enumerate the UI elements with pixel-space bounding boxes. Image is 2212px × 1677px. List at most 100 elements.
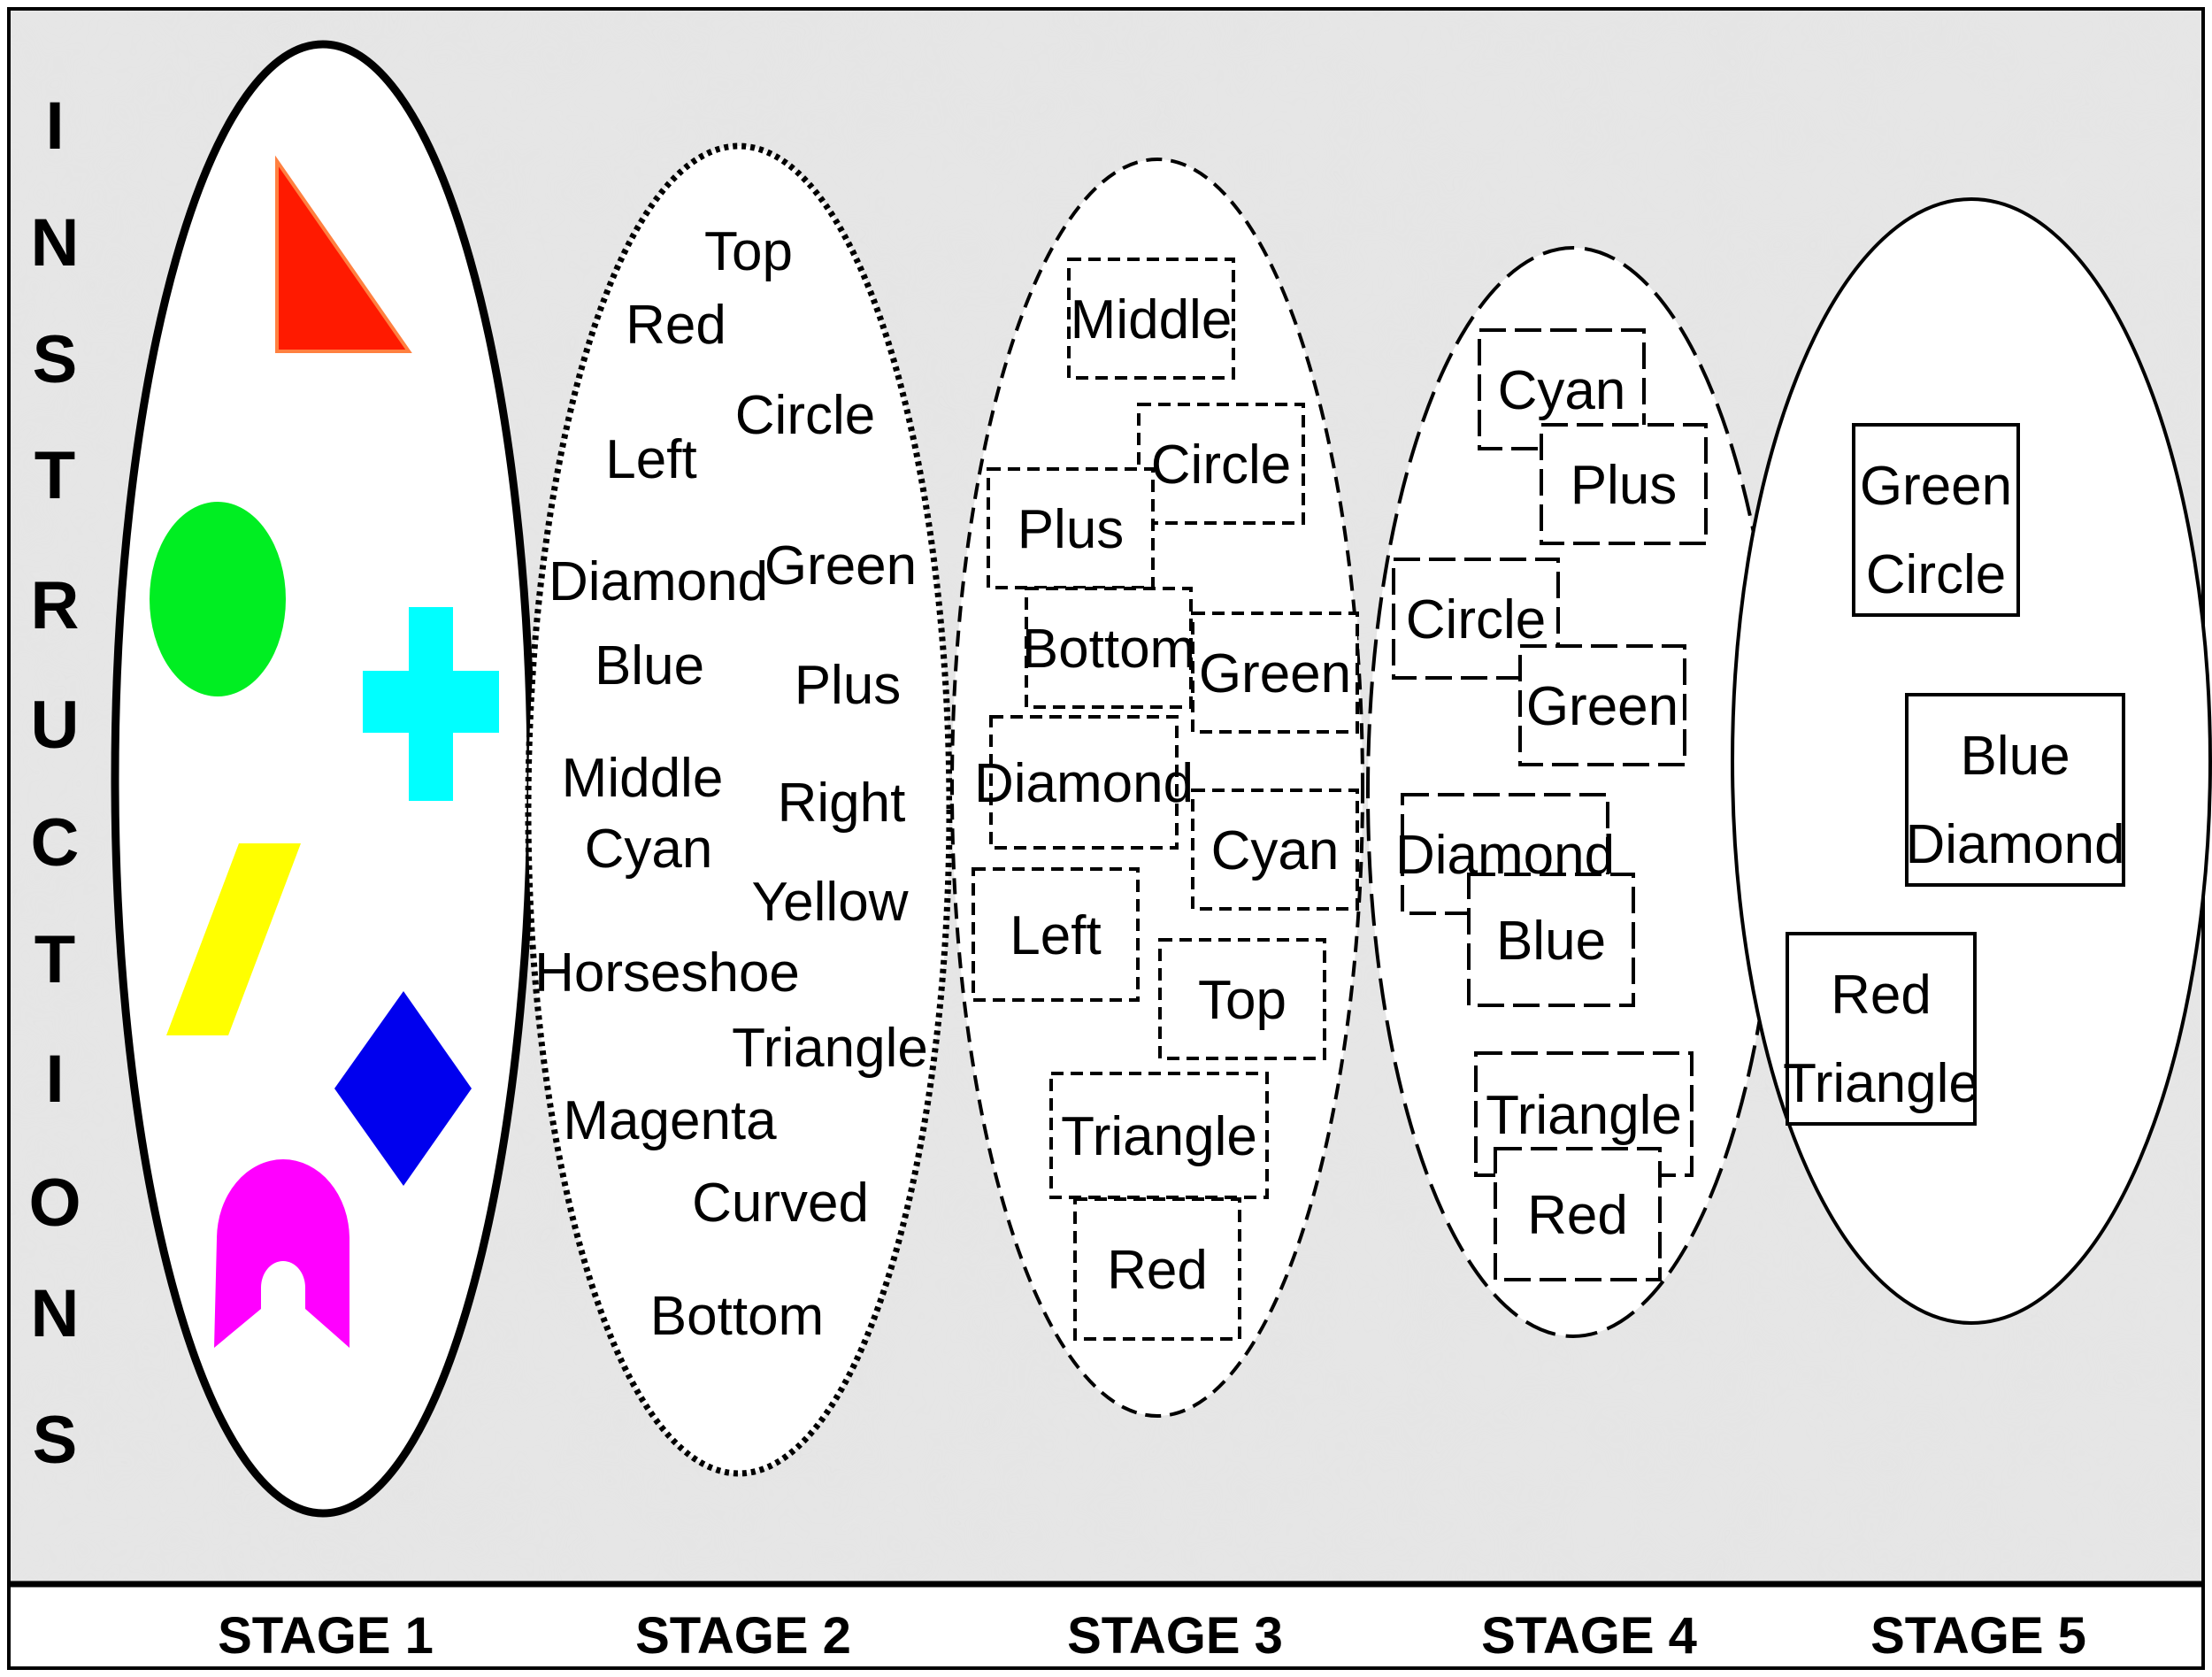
stage5-box-line1: Green (1860, 456, 2012, 517)
stage3-box-border (1158, 938, 1326, 1060)
instructions-letter: U (31, 688, 80, 763)
stage3-box: Plus (987, 467, 1155, 589)
green-circle-shape (150, 502, 286, 696)
stage5-box-line1: Red (1831, 965, 1932, 1026)
blue-diamond-shape (334, 991, 472, 1186)
stage3-box-label: Bottom (1022, 619, 1195, 680)
stage3-box: Cyan (1191, 788, 1359, 911)
stage3-box-label: Red (1107, 1240, 1208, 1301)
magenta-horseshoe-shape (214, 1159, 349, 1348)
stage4-box-border (1518, 644, 1686, 766)
stage2-word: Yellow (752, 872, 909, 933)
stage3-box-border (987, 467, 1155, 589)
stage2-word: Diamond (549, 551, 768, 612)
stage3-box: Diamond (974, 715, 1194, 850)
stage3-box: Top (1158, 938, 1326, 1060)
stage4-box: Green (1518, 644, 1686, 766)
stage2-word: Green (764, 535, 917, 596)
stage3-box-label: Cyan (1211, 820, 1340, 881)
stage2-ellipse (525, 142, 953, 1477)
stage3-box-label: Circle (1151, 435, 1291, 496)
instructions-letter: C (31, 805, 80, 881)
stage2-word: Red (626, 295, 726, 356)
stage2-word: Triangle (732, 1018, 928, 1079)
stage3-box-border (1067, 258, 1235, 380)
stage2-word: Circle (735, 385, 875, 446)
stage2-word: Right (778, 773, 906, 834)
cyan-plus-shape (363, 607, 499, 801)
stage5-box-border (1905, 693, 2125, 887)
stage3-box: Green (1191, 612, 1359, 734)
stage4-box-label: Circle (1406, 589, 1546, 650)
stage5-box-line2: Diamond (1905, 814, 2124, 875)
stage5-box-border (1852, 423, 2020, 617)
stage-label-band (11, 1588, 2201, 1666)
stage-label: STAGE 3 (1067, 1607, 1283, 1665)
stage3-box-border (972, 867, 1140, 1002)
instructions-letter: N (31, 205, 80, 281)
stage4-box-label: Cyan (1498, 360, 1626, 421)
stage-label: STAGE 1 (218, 1607, 434, 1665)
stage3-box-label: Top (1198, 970, 1286, 1031)
stage2-word: Curved (692, 1173, 869, 1234)
stage-label: STAGE 5 (1870, 1607, 2086, 1665)
stage3-box-border (1191, 788, 1359, 911)
stage3-box: Red (1073, 1197, 1241, 1341)
stage4-box: Plus (1540, 423, 1708, 545)
stage3-box: Triangle (1049, 1072, 1269, 1199)
stage3-box-border (1137, 403, 1305, 525)
instructions-letter: S (33, 1403, 78, 1478)
stage3-box-border (1191, 612, 1359, 734)
stage3-box-border (1049, 1072, 1269, 1199)
stage3-box-label: Left (1010, 905, 1101, 966)
instructions-letter: T (35, 922, 75, 997)
stage4-box-label: Triangle (1486, 1085, 1682, 1146)
stage5-box-line2: Circle (1866, 544, 2006, 605)
stage3-box-label: Green (1199, 643, 1351, 704)
instructions-letter: S (33, 322, 78, 397)
stage5-box-line1: Blue (1960, 726, 2070, 787)
stage4-box-border (1467, 873, 1635, 1007)
stage4-box-label: Plus (1571, 455, 1678, 516)
stage4-box-label: Green (1526, 676, 1678, 737)
stage2-word: Top (704, 221, 793, 282)
instructions-letter: O (28, 1165, 81, 1241)
stage-label: STAGE 4 (1481, 1607, 1697, 1665)
stage1-shapes (150, 155, 499, 1348)
stage3-box-label: Middle (1071, 289, 1233, 350)
stage3-box-label: Triangle (1061, 1106, 1257, 1167)
stage4-box-border (1540, 423, 1708, 545)
stage-labels: STAGE 1 STAGE 2 STAGE 3 STAGE 4 STAGE 5 (218, 1607, 2086, 1665)
stage4-boxes: CyanPlusCircleGreenDiamondBlueTriangleRe… (1392, 328, 1708, 1281)
stage2-word: Blue (595, 635, 704, 696)
stage2-word: Cyan (585, 819, 713, 880)
instructions-letter: I (45, 88, 64, 164)
stage4-box-label: Red (1527, 1185, 1628, 1246)
stage5-box-line2: Triangle (1783, 1053, 1979, 1114)
stage3-box: Circle (1137, 403, 1305, 525)
stage4-box: Red (1494, 1147, 1662, 1281)
stage3-box-border (989, 715, 1179, 850)
stage3-box-border (1073, 1197, 1241, 1341)
instructions-letter: T (35, 438, 75, 513)
stage-label: STAGE 2 (635, 1607, 851, 1665)
stage4-box-border (1494, 1147, 1662, 1281)
stage3-box: Bottom (1022, 587, 1195, 709)
instructions-letter: N (31, 1276, 80, 1351)
instructions-letter: I (45, 1042, 64, 1117)
stage2-word: Plus (795, 655, 902, 716)
stage2-word: Bottom (650, 1286, 824, 1347)
instructions-letter: R (31, 568, 80, 643)
stage5-box-border (1786, 932, 1977, 1126)
stage2-word: Magenta (563, 1090, 777, 1151)
yellow-parallelogram-shape (166, 843, 301, 1035)
stage2-word: Horseshoe (534, 942, 800, 1004)
